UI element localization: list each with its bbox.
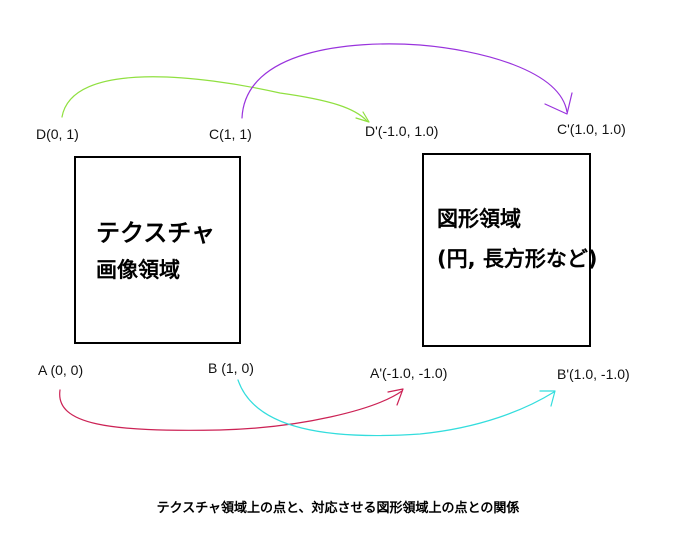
corner-label-b: B (1, 0) bbox=[208, 360, 254, 376]
arrow-c-to-c-prime bbox=[241, 43, 573, 119]
texture-box-title-line2: 画像領域 bbox=[96, 258, 180, 282]
corner-label-a: A (0, 0) bbox=[38, 362, 83, 378]
arrow-d-to-d-prime bbox=[61, 76, 370, 123]
texture-region-box bbox=[74, 156, 241, 344]
shape-region-box bbox=[422, 153, 591, 347]
corner-label-d-prime: D'(-1.0, 1.0) bbox=[365, 123, 438, 139]
corner-label-c: C(1, 1) bbox=[209, 126, 252, 142]
texture-box-title-line1: テクスチャ bbox=[96, 219, 215, 247]
diagram-caption: テクスチャ領域上の点と、対応させる図形領域上の点との関係 bbox=[157, 500, 520, 516]
corner-label-a-prime: A'(-1.0, -1.0) bbox=[370, 365, 447, 381]
arrow-b-to-b-prime bbox=[237, 379, 556, 437]
corner-label-b-prime: B'(1.0, -1.0) bbox=[557, 366, 630, 382]
shape-box-title-line1: 図形領域 bbox=[437, 207, 521, 231]
corner-label-c-prime: C'(1.0, 1.0) bbox=[557, 121, 626, 137]
corner-label-d: D(0, 1) bbox=[36, 126, 79, 142]
shape-box-title-line2: (円, 長方形など) bbox=[437, 247, 597, 271]
arrow-a-to-a-prime bbox=[59, 388, 404, 431]
